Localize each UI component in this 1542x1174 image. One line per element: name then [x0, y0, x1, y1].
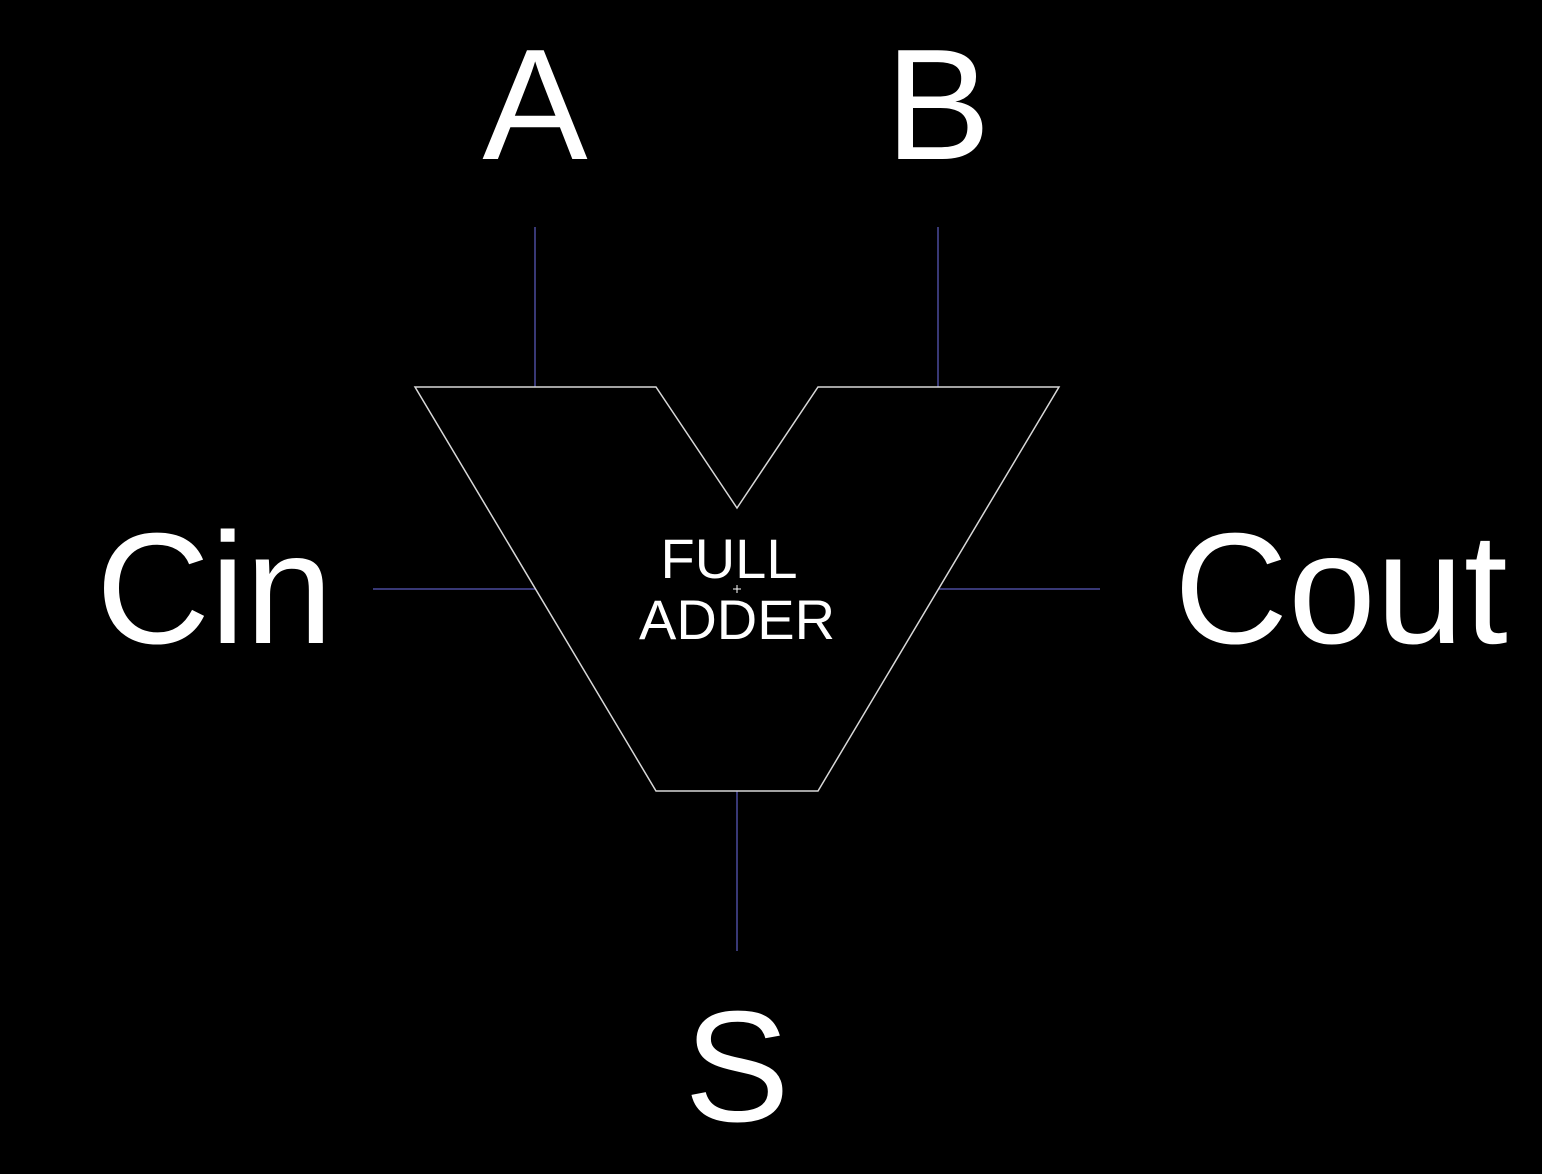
pin-label-b: B: [885, 17, 990, 193]
block-label-line2: ADDER: [639, 588, 835, 651]
pin-label-s: S: [684, 979, 789, 1155]
block-label-line1: FULL: [661, 527, 798, 590]
origin-cross-icon: [733, 585, 741, 593]
pin-label-a: A: [482, 17, 588, 193]
pin-label-cout: Cout: [1174, 501, 1508, 677]
pin-label-cin: Cin: [96, 501, 333, 677]
